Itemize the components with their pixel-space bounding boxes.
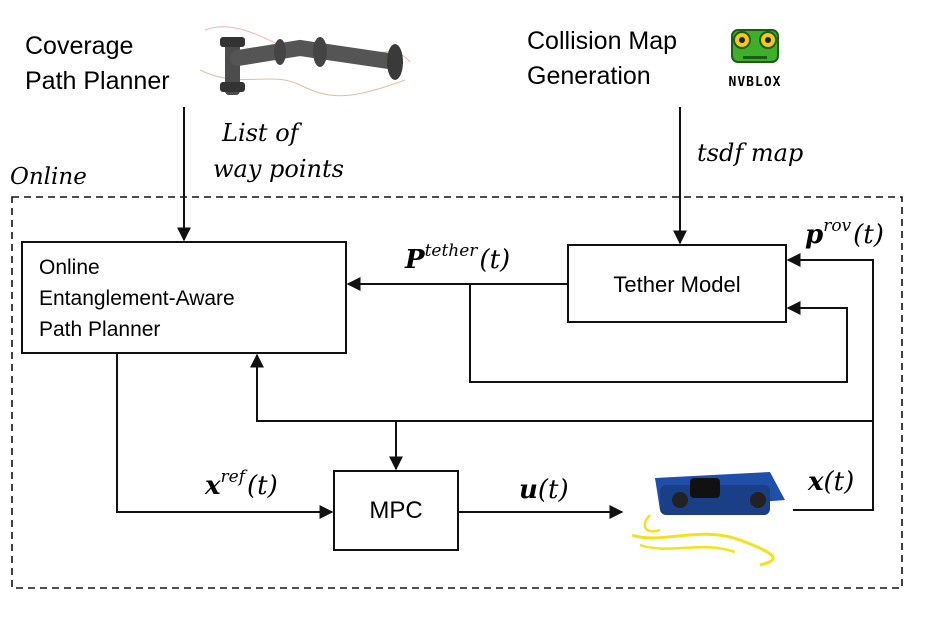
planner-label-line3: Path Planner [39, 318, 160, 341]
x-state-label: x(t) [807, 467, 854, 497]
nvblox-logo-icon: NVBLOX [729, 29, 782, 90]
tether-feedback-loop [469, 284, 848, 383]
x-ref-arg: (t) [247, 471, 278, 501]
p-tether-arg: (t) [479, 245, 510, 275]
x-state-base: x [807, 467, 824, 497]
waypoints-label-line1: List of [221, 119, 303, 147]
online-region [11, 196, 903, 589]
tsdf-label: tsdf map [697, 139, 803, 167]
pipe-image [199, 26, 411, 97]
p-tether-sup: tether [425, 241, 479, 261]
x-state-arg: (t) [824, 467, 855, 497]
p-rov-label: prov(t) [805, 216, 884, 250]
planner-label-line1: Online [39, 256, 100, 279]
u-base: u [519, 475, 538, 505]
planner-label-line2: Entanglement-Aware [39, 287, 235, 310]
u-arg: (t) [538, 475, 569, 505]
planner-block [21, 241, 347, 354]
mpc-block [333, 470, 459, 551]
waypoints-label-line2: way points [213, 155, 344, 183]
collision-label-line2: Generation [527, 62, 651, 90]
tether-model-label: Tether Model [613, 272, 740, 297]
x-ref-sup: ref [221, 467, 248, 487]
rov-image [631, 472, 785, 567]
coverage-label-line1: Coverage [25, 32, 133, 60]
x-ref-base: x [204, 471, 221, 501]
mpc-label: MPC [369, 497, 422, 524]
p-tether-base: P [404, 245, 426, 275]
p-rov-sup: rov [823, 216, 851, 236]
online-label: Online [10, 164, 87, 190]
p-tether-label: Ptether(t) [404, 241, 510, 275]
tether-model-block [567, 244, 787, 323]
coverage-label-line2: Path Planner [25, 67, 170, 95]
x-ref-label: xref(t) [204, 467, 278, 501]
nvblox-text: NVBLOX [729, 75, 782, 90]
p-rov-arg: (t) [853, 220, 884, 250]
arrow-feedback-to-planner [250, 353, 873, 422]
arrow-rov-state-to-tether [786, 253, 874, 511]
p-rov-base: p [805, 220, 823, 250]
collision-label-line1: Collision Map [527, 27, 677, 55]
u-label: u(t) [519, 475, 569, 505]
arrow-planner-to-mpc [116, 353, 334, 519]
